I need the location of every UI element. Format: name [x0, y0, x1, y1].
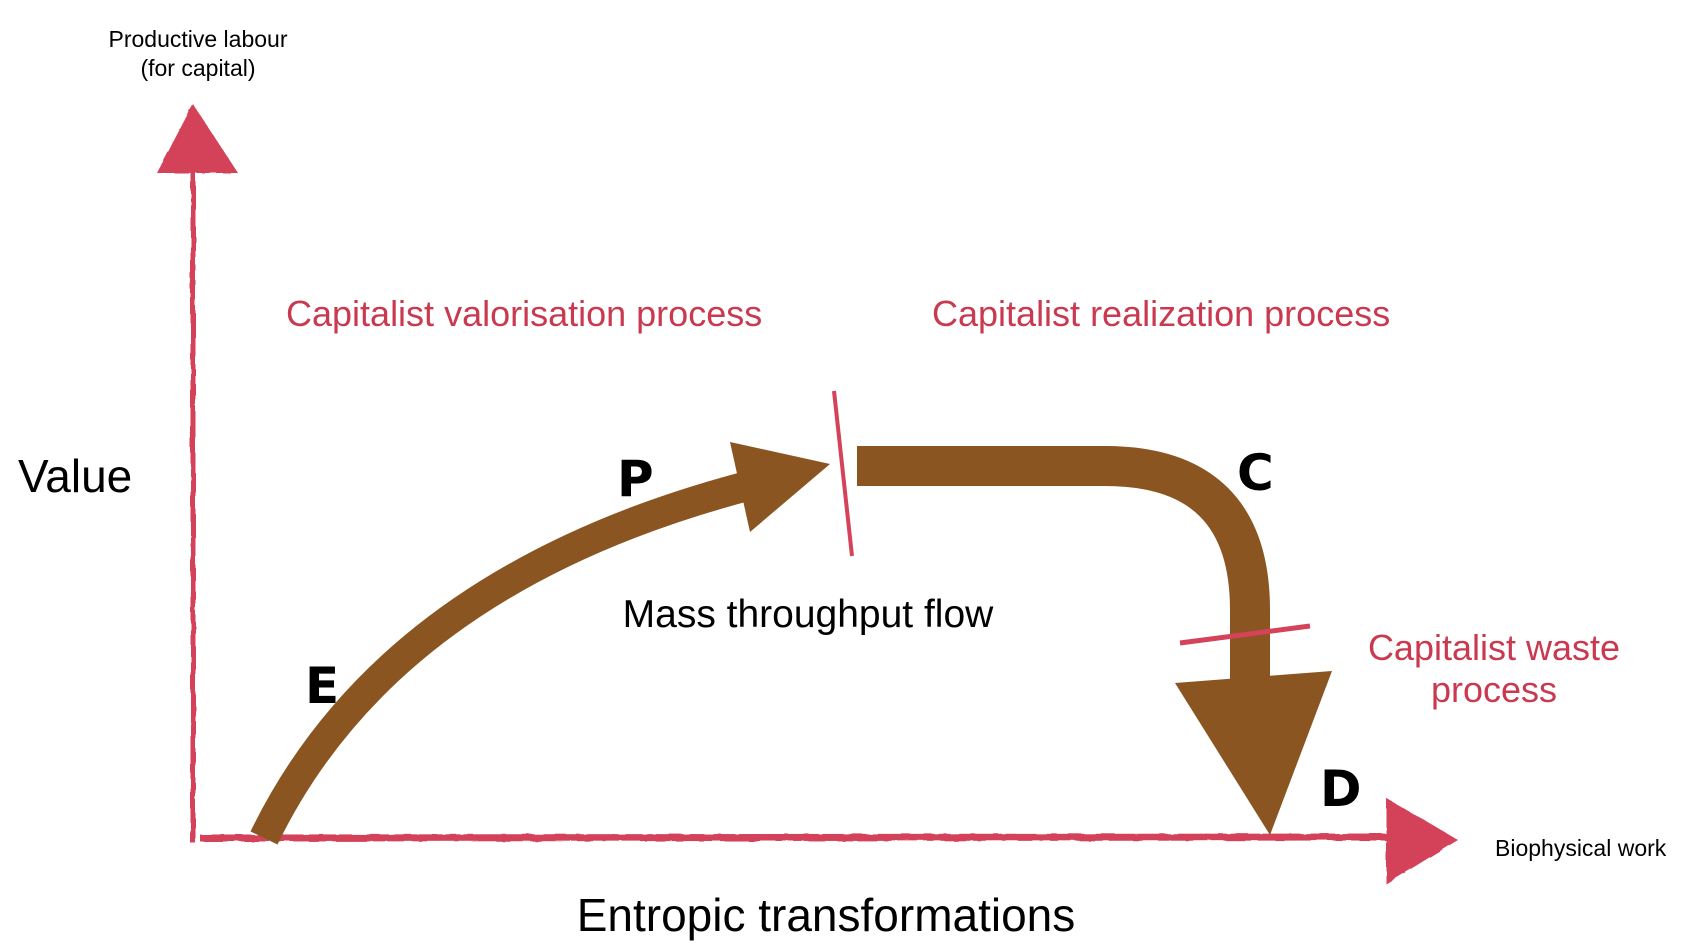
y-axis-top-label-line2: (for capital): [140, 55, 255, 81]
flow-curve: [250, 469, 759, 845]
realization-process-label: Capitalist realization process: [932, 293, 1390, 334]
separator-waste: [1179, 623, 1311, 646]
x-axis-arrowhead: [1386, 798, 1458, 884]
flow-arrowhead-p: [730, 442, 830, 532]
flow-arrow-c-to-d: [857, 446, 1332, 835]
separator-p: [832, 390, 854, 557]
x-axis-end-label: Biophysical work: [1495, 835, 1667, 861]
valorisation-process-label: Capitalist valorisation process: [286, 293, 762, 334]
x-axis-line: [199, 833, 1389, 842]
flow-bend: [857, 446, 1270, 685]
waste-process-label-line2: process: [1431, 669, 1557, 710]
stage-e-label: E: [305, 657, 339, 715]
stage-p-label: P: [617, 450, 654, 508]
y-axis-top-label-line1: Productive labour: [109, 26, 288, 52]
x-axis-label: Entropic transformations: [577, 889, 1076, 941]
flow-arrow-e-to-p: [250, 442, 830, 845]
x-axis: [199, 798, 1458, 884]
stage-c-label: C: [1237, 444, 1274, 502]
y-axis: [157, 104, 238, 843]
waste-process-label-line1: Capitalist waste: [1368, 627, 1620, 668]
y-axis-label: Value: [18, 450, 132, 502]
stage-d-label: D: [1320, 760, 1362, 818]
y-axis-arrowhead: [157, 104, 238, 173]
flow-arrowhead-d: [1175, 671, 1332, 835]
mass-throughput-flow-label: Mass throughput flow: [623, 593, 995, 636]
